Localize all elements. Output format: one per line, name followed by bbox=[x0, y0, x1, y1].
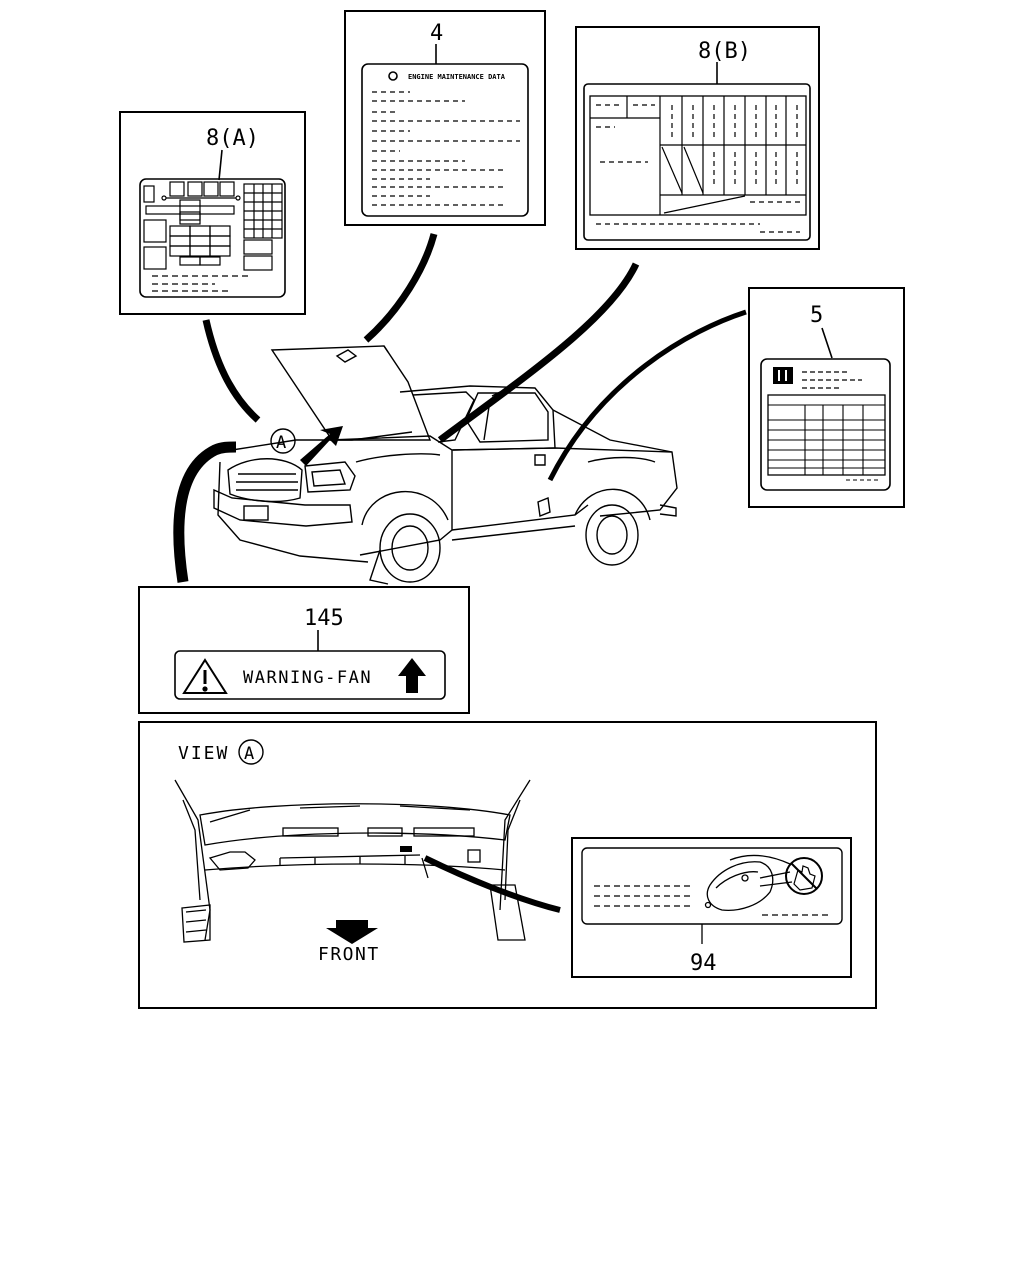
warning-triangle-icon bbox=[182, 658, 228, 694]
up-arrow-icon bbox=[398, 658, 426, 693]
front-label: FRONT bbox=[318, 944, 380, 965]
view-a-panel: VIEW A FRONT bbox=[138, 721, 877, 1009]
callout-4: 4 bbox=[430, 21, 443, 46]
callout-8b: 8(B) bbox=[698, 39, 751, 64]
label-8a-panel: 8(A) bbox=[119, 111, 306, 315]
view-direction-arrow-icon bbox=[300, 426, 343, 466]
engine-maintenance-title: ENGINE MAINTENANCE DATA bbox=[408, 73, 506, 81]
engine-bay-drawing bbox=[174, 779, 531, 943]
callout-94: 94 bbox=[690, 951, 717, 976]
view-a-marker: A bbox=[270, 428, 296, 454]
view-a-title: VIEW bbox=[178, 743, 229, 764]
pickup-truck-drawing bbox=[213, 345, 678, 585]
callout-5: 5 bbox=[810, 303, 823, 328]
view-a-title-marker: A bbox=[244, 744, 254, 764]
leader-lines bbox=[173, 233, 747, 583]
view-a-marker-letter: A bbox=[276, 433, 286, 453]
label-4-panel: 4 ENGINE MAINTENANCE DATA bbox=[344, 10, 546, 226]
warning-fan-text: WARNING-FAN bbox=[243, 668, 372, 688]
no-hand-icon bbox=[785, 857, 823, 895]
callout-145: 145 bbox=[304, 606, 344, 631]
label-8b-panel: 8(B) bbox=[575, 26, 820, 250]
label-145-panel: 145 WARNING-FAN bbox=[138, 586, 470, 714]
down-arrow-icon bbox=[326, 920, 378, 944]
label-5-panel: 5 bbox=[748, 287, 905, 508]
label-94-panel: 94 bbox=[571, 837, 852, 978]
callout-8a: 8(A) bbox=[206, 126, 259, 151]
reservoir-cap-drawing bbox=[704, 854, 793, 911]
